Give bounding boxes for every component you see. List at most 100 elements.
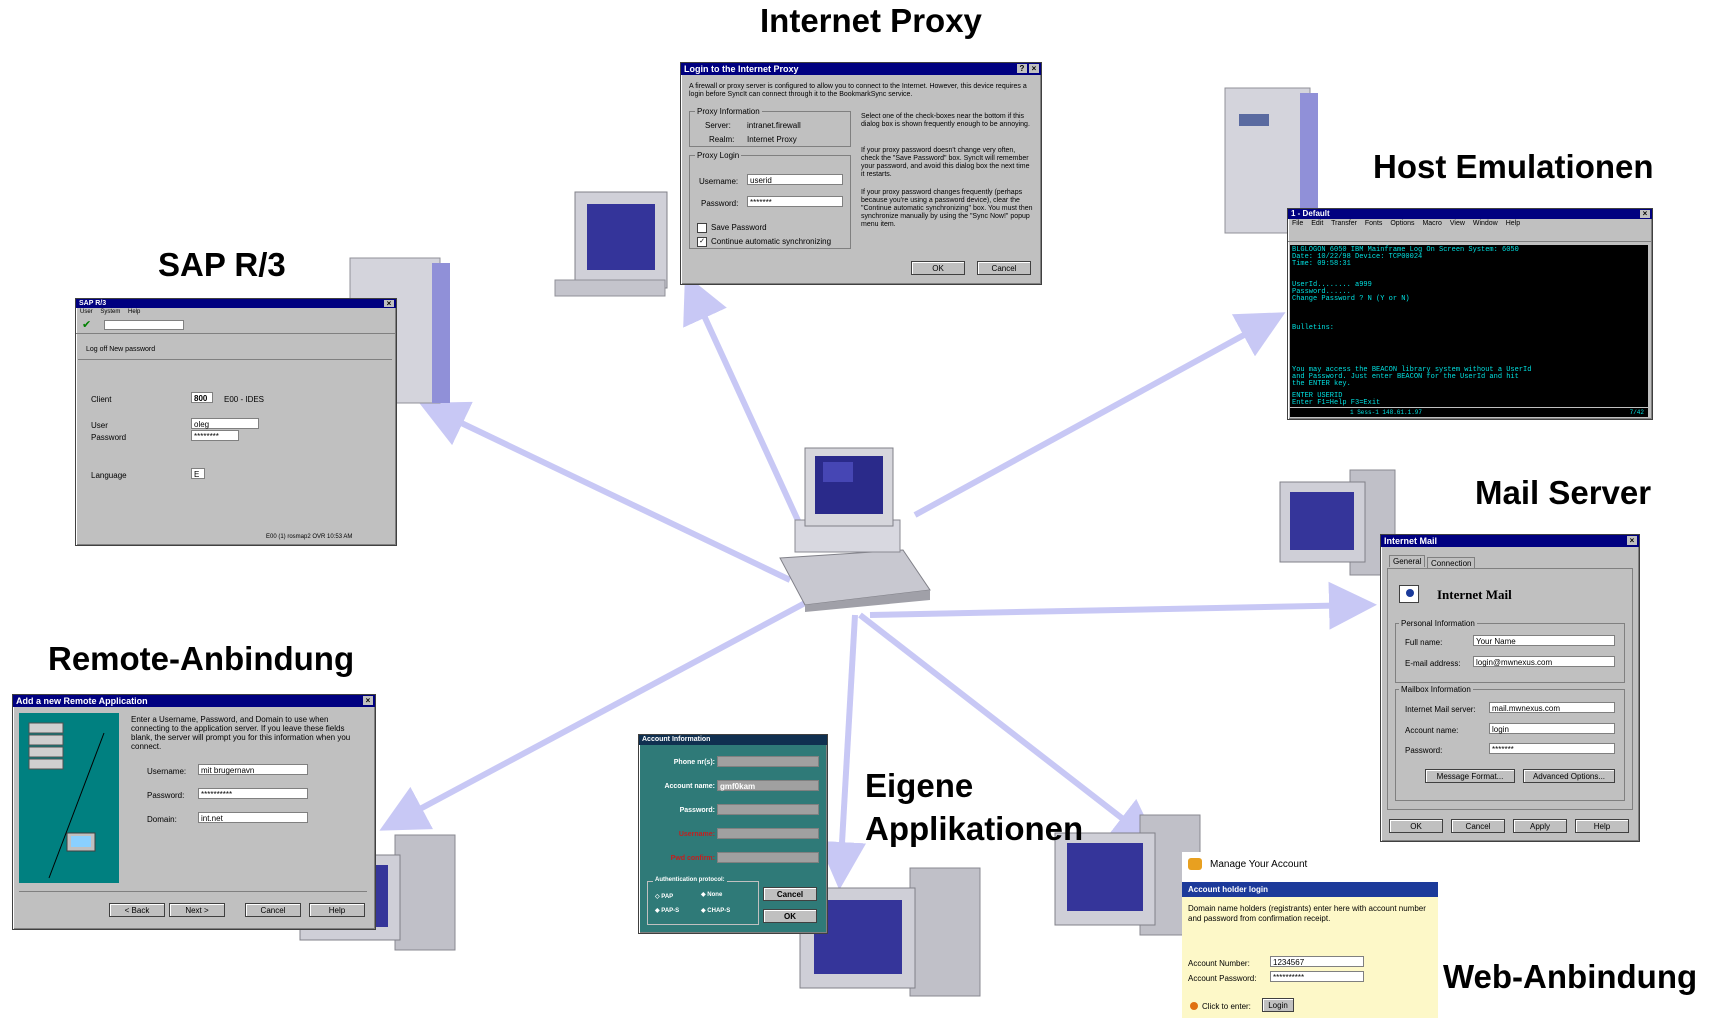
password-label: Password: [701,199,739,208]
host-toolbar [1288,229,1652,242]
account-password-field[interactable] [717,804,819,815]
remote-password-field[interactable]: ********** [198,788,308,799]
account-name-field[interactable]: login [1489,723,1615,734]
remote-help-button[interactable]: Help [309,903,365,917]
proxy-cancel-button[interactable]: Cancel [977,261,1031,275]
phone-field[interactable] [717,756,819,767]
menu-transfer[interactable]: Transfer [1331,220,1357,227]
proxy-password-field[interactable]: ******* [747,196,843,207]
tab-connection[interactable]: Connection [1427,557,1476,569]
terminal-line: BLGLOGON 6050 IBM Mainframe Log On Scree… [1292,246,1519,254]
menu-macro[interactable]: Macro [1422,220,1442,227]
host-terminal-screen[interactable]: BLGLOGON 6050 IBM Mainframe Log On Scree… [1290,245,1648,407]
advanced-options-button[interactable]: Advanced Options... [1523,769,1615,783]
close-icon[interactable]: × [1627,536,1637,545]
close-icon[interactable]: × [1640,210,1650,218]
sap-toolbar: ✔ [76,317,396,334]
remote-divider [19,891,367,892]
client-label: Client [91,395,112,404]
sap-password-label: Password [91,433,127,442]
sap-user-field[interactable]: oleg [191,418,259,429]
sap-subtoolbar[interactable]: Log off New password [86,346,156,353]
proxy-intro: A firewall or proxy server is configured… [689,83,1027,98]
proxy-title-bar: Login to the Internet Proxy ? × [681,63,1041,75]
close-icon[interactable]: × [384,300,394,308]
personal-info-label: Personal Information [1399,619,1477,628]
close-icon[interactable]: × [363,696,373,705]
account-number-field[interactable]: 1234567 [1270,956,1364,967]
click-to-enter-label: Click to enter: [1202,1002,1251,1011]
account-cancel-button[interactable]: Cancel [763,887,817,901]
check-icon[interactable]: ✔ [82,319,92,331]
mail-password-field[interactable]: ******* [1489,743,1615,754]
sap-title-bar: SAP R/3 × [76,299,396,308]
help-icon[interactable]: ? [1017,64,1027,73]
menu-fonts[interactable]: Fonts [1364,220,1383,227]
back-button[interactable]: < Back [109,903,165,917]
label-remote-anbindung: Remote-Anbindung [48,640,355,677]
close-icon[interactable]: × [1029,64,1039,73]
mail-help-button[interactable]: Help [1575,819,1629,833]
continue-sync-checkbox[interactable]: ✓ [697,237,707,247]
terminal-line: and Password. Just enter BEACON for the … [1292,373,1519,381]
account-ok-button[interactable]: OK [763,909,817,923]
terminal-line: the ENTER key. [1292,380,1351,388]
chaps-option[interactable]: ◆ CHAP-S [701,908,731,914]
tab-general[interactable]: General [1389,555,1426,567]
pap-option[interactable]: ◇ PAP [655,894,674,900]
username-field[interactable] [717,828,819,839]
account-password-field[interactable]: ********** [1270,971,1364,982]
pwd-confirm-field[interactable] [717,852,819,863]
web-login-button[interactable]: Login [1262,998,1294,1012]
menu-system[interactable]: System [100,309,121,315]
arrow-to-proxy [683,274,803,527]
sap-language-field[interactable]: E [191,468,205,479]
sap-command-field[interactable] [104,320,184,330]
proxy-login-dialog: Login to the Internet Proxy ? × A firewa… [680,62,1042,285]
menu-file[interactable]: File [1292,220,1304,227]
remote-cancel-button[interactable]: Cancel [245,903,301,917]
menu-help[interactable]: Help [128,309,141,315]
remote-domain-field[interactable]: int.net [198,812,308,823]
bullet-icon [1190,1002,1198,1010]
account-information-dialog: Account Information Phone nr(s): Account… [638,734,828,934]
proxy-info-group-label: Proxy Information [695,107,762,116]
terminal-line: Time: 09:58:31 [1292,260,1351,268]
sap-status-bar: E00 (1) rosmap2 OVR 10:53 AM [266,534,353,540]
menu-options[interactable]: Options [1390,220,1415,227]
menu-user[interactable]: User [80,309,93,315]
mail-server-field[interactable]: mail.mwnexus.com [1489,702,1615,713]
pap-label: PAP [661,894,674,900]
email-field[interactable]: login@mwnexus.com [1473,656,1615,667]
web-header: Manage Your Account [1182,852,1438,878]
terminal-line: Bulletins: [1292,324,1335,332]
sap-client-field[interactable]: 800 [191,392,213,403]
proxy-username-field[interactable]: userid [747,174,843,185]
save-password-checkbox[interactable] [697,223,707,233]
mail-ok-button[interactable]: OK [1389,819,1443,833]
host-status-right: 7/42 [1629,409,1644,416]
sap-content-area [78,359,392,532]
red-label-2: Pwd confirm: [670,855,715,862]
remote-username-field[interactable]: mit brugernavn [198,764,308,775]
continue-sync-label: Continue automatic synchronizing [711,237,832,246]
account-name-field[interactable]: gmf0kam [717,780,819,791]
menu-view[interactable]: View [1449,220,1465,227]
remote-title-bar: Add a new Remote Application × [13,695,375,707]
next-button[interactable]: Next > [169,903,225,917]
paps-option[interactable]: ◆ PAP-S [655,908,680,914]
terminal-line: Change Password ? N (Y or N) [1292,295,1410,303]
mail-cancel-button[interactable]: Cancel [1451,819,1505,833]
proxy-help-1: Select one of the check-boxes near the b… [861,113,1030,128]
proxy-login-group-label: Proxy Login [695,151,742,160]
none-option[interactable]: ◆ None [701,892,723,898]
full-name-field[interactable]: Your Name [1473,635,1615,646]
proxy-ok-button[interactable]: OK [911,261,965,275]
menu-edit[interactable]: Edit [1311,220,1324,227]
mail-apply-button[interactable]: Apply [1513,819,1567,833]
sap-password-field[interactable]: ******** [191,430,239,441]
message-format-button[interactable]: Message Format... [1425,769,1515,783]
menu-help[interactable]: Help [1505,220,1521,227]
menu-window[interactable]: Window [1472,220,1498,227]
account-password-label: Password: [679,807,715,814]
